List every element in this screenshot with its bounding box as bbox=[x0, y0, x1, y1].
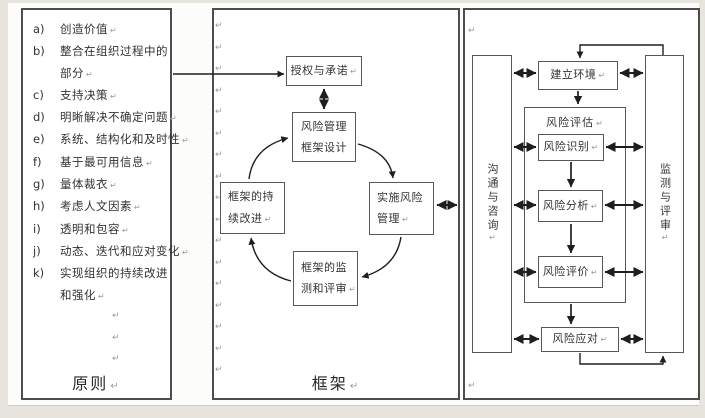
item-letter: j) bbox=[33, 243, 41, 258]
list-item-i: i) 透明和包容↵ bbox=[33, 219, 189, 241]
principles-title: 原则↵ bbox=[72, 374, 121, 393]
framework-design-box: 风险管理 框架设计 bbox=[292, 112, 356, 162]
list-item-g: g) 量体裁衣↵ bbox=[33, 174, 189, 196]
list-item-b: b) 整合在组织过程中的部分↵ bbox=[33, 41, 189, 85]
paragraph-mark: ↵ bbox=[660, 233, 670, 245]
paragraph-mark: ↵ bbox=[590, 267, 599, 277]
list-item-c: c) 支持决策↵ bbox=[33, 85, 189, 107]
list-item-d: d) 明晰解决不确定问题↵ bbox=[33, 107, 189, 129]
item-letter: e) bbox=[33, 132, 45, 147]
list-item-a: a) 创造价值↵ bbox=[33, 19, 189, 41]
paragraph-mark: ↵ bbox=[468, 26, 476, 36]
item-letter: k) bbox=[33, 266, 45, 281]
list-item-k: k) 实现组织的持续改进和强化↵ bbox=[33, 263, 189, 307]
paragraph-mark: ↵ bbox=[86, 69, 94, 79]
monitoring-bar-label: 监测与评审↵ bbox=[658, 163, 672, 245]
paragraph-mark: ↵ bbox=[402, 215, 410, 224]
risk-assessment-label: 风险评估↵ bbox=[546, 116, 604, 129]
paragraph-mark: ↵ bbox=[146, 158, 154, 168]
item-letter: g) bbox=[33, 177, 45, 192]
principles-list: a) 创造价值↵ b) 整合在组织过程中的部分↵ c) 支持决策↵ d) 明晰解… bbox=[33, 19, 189, 307]
paragraph-mark: ↵ bbox=[122, 225, 130, 235]
risk-treatment-box: 风险应对↵ bbox=[541, 327, 619, 352]
risk-identification-box: 风险识别↵ bbox=[538, 134, 604, 161]
framework-improvement-box: 框架的持 续改进↵ bbox=[220, 182, 285, 234]
framework-margin-paragraph-marks: ↵↵↵↵ ↵↵↵↵ ↵↵↵↵ ↵↵↵↵ ↵ bbox=[215, 21, 223, 375]
risk-analysis-box: 风险分析↵ bbox=[538, 190, 603, 222]
communication-consultation-bar: 沟通与咨询↵ bbox=[472, 55, 512, 353]
paragraph-mark: ↵ bbox=[598, 71, 606, 81]
item-letter: b) bbox=[33, 44, 45, 59]
framework-title: 框架↵ bbox=[311, 374, 361, 393]
item-letter: d) bbox=[33, 110, 45, 125]
paragraph-mark: ↵ bbox=[596, 119, 604, 128]
empty-paragraph-marks: ↵↵↵ bbox=[112, 311, 120, 364]
paragraph-mark: ↵ bbox=[591, 143, 599, 153]
framework-monitoring-review-box: 框架的监 测和评审↵ bbox=[293, 251, 358, 306]
paragraph-mark: ↵ bbox=[264, 214, 272, 224]
paragraph-mark: ↵ bbox=[110, 381, 121, 392]
paragraph-mark: ↵ bbox=[134, 203, 142, 213]
paragraph-mark: ↵ bbox=[170, 114, 178, 124]
paragraph-mark: ↵ bbox=[98, 291, 106, 301]
item-letter: i) bbox=[33, 221, 41, 236]
principles-panel bbox=[21, 8, 172, 400]
list-item-f: f) 基于最可用信息↵ bbox=[33, 152, 189, 174]
item-letter: f) bbox=[33, 154, 42, 169]
list-item-e: e) 系统、结构化和及时性↵ bbox=[33, 129, 189, 151]
paragraph-mark: ↵ bbox=[600, 335, 608, 345]
item-letter: c) bbox=[33, 87, 44, 102]
item-letter: a) bbox=[33, 22, 45, 36]
paragraph-mark: ↵ bbox=[590, 201, 599, 211]
list-item-j: j) 动态、迭代和应对变化↵ bbox=[33, 241, 189, 263]
paragraph-mark: ↵ bbox=[110, 26, 118, 35]
paragraph-mark: ↵ bbox=[182, 136, 190, 146]
implement-risk-management-box: 实施风险 管理↵ bbox=[369, 182, 434, 235]
mandate-commitment-box: 授权与承诺↵ bbox=[286, 56, 362, 86]
paragraph-mark: ↵ bbox=[468, 381, 476, 391]
communication-bar-label: 沟通与咨询↵ bbox=[486, 163, 499, 245]
paragraph-mark: ↵ bbox=[349, 381, 361, 392]
list-item-h: h) 考虑人文因素↵ bbox=[33, 196, 189, 218]
item-letter: h) bbox=[33, 199, 45, 214]
paragraph-mark: ↵ bbox=[349, 285, 357, 294]
monitoring-review-bar: 监测与评审↵ bbox=[645, 55, 684, 353]
paragraph-mark: ↵ bbox=[182, 247, 190, 257]
paragraph-mark: ↵ bbox=[350, 66, 358, 76]
establish-context-box: 建立环境↵ bbox=[538, 61, 618, 90]
paragraph-mark: ↵ bbox=[488, 233, 497, 245]
paragraph-mark: ↵ bbox=[110, 181, 118, 191]
risk-evaluation-box: 风险评价↵ bbox=[538, 256, 603, 288]
paragraph-mark: ↵ bbox=[110, 91, 118, 101]
